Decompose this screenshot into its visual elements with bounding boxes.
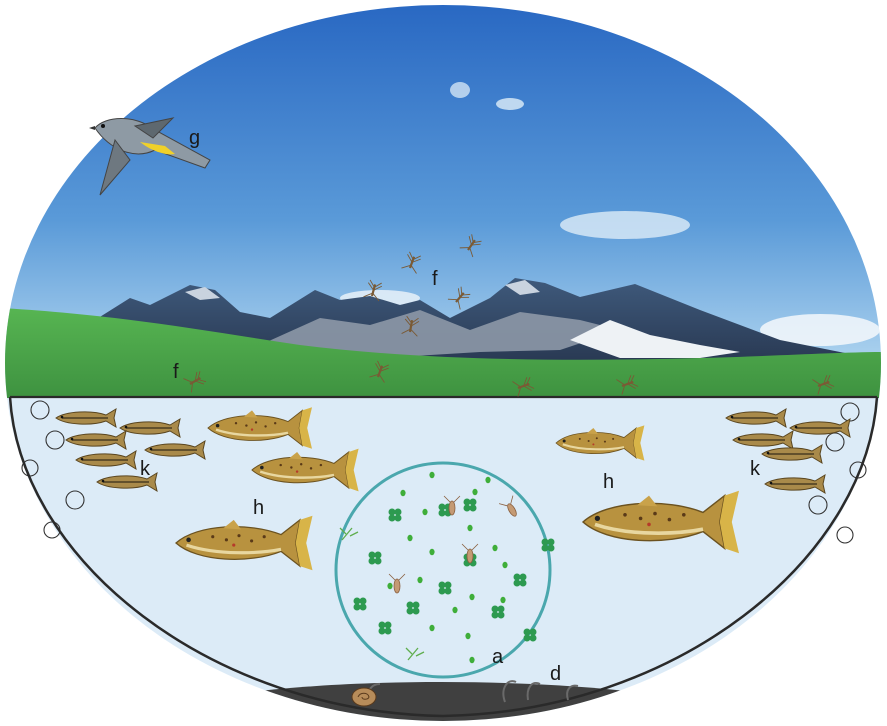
label-g: g [189, 127, 200, 149]
label-a: a [492, 646, 504, 668]
label-f-ground: f [173, 361, 179, 383]
label-d: d [550, 663, 561, 685]
label-k-left: k [140, 458, 151, 480]
label-k-right: k [750, 458, 761, 480]
label-f-air: f [432, 268, 438, 290]
label-h-right: h [603, 471, 614, 493]
snail-icon [352, 688, 376, 706]
label-h-left: h [253, 497, 264, 519]
